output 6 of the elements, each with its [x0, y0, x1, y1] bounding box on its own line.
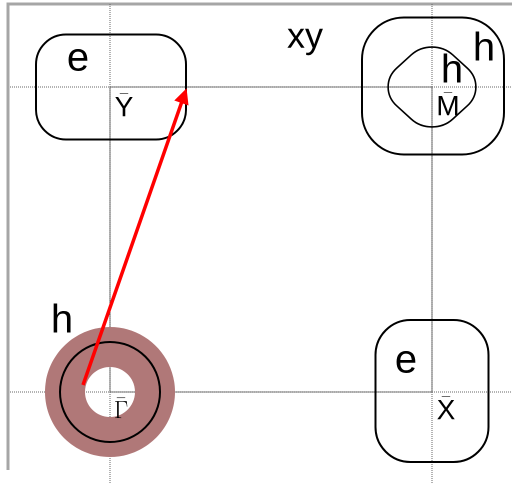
node-label: h — [54, 303, 71, 332]
point-label: $\bar{\mathrm{X}}$ — [437, 396, 455, 420]
point-label: $\bar{\mathrm{Y}}$ — [115, 93, 133, 116]
title: xy — [287, 28, 323, 56]
point-label: $\bar{\mathrm{M}}$ — [438, 92, 458, 116]
point-label: $\bar{\Gamma}$ — [115, 397, 128, 418]
